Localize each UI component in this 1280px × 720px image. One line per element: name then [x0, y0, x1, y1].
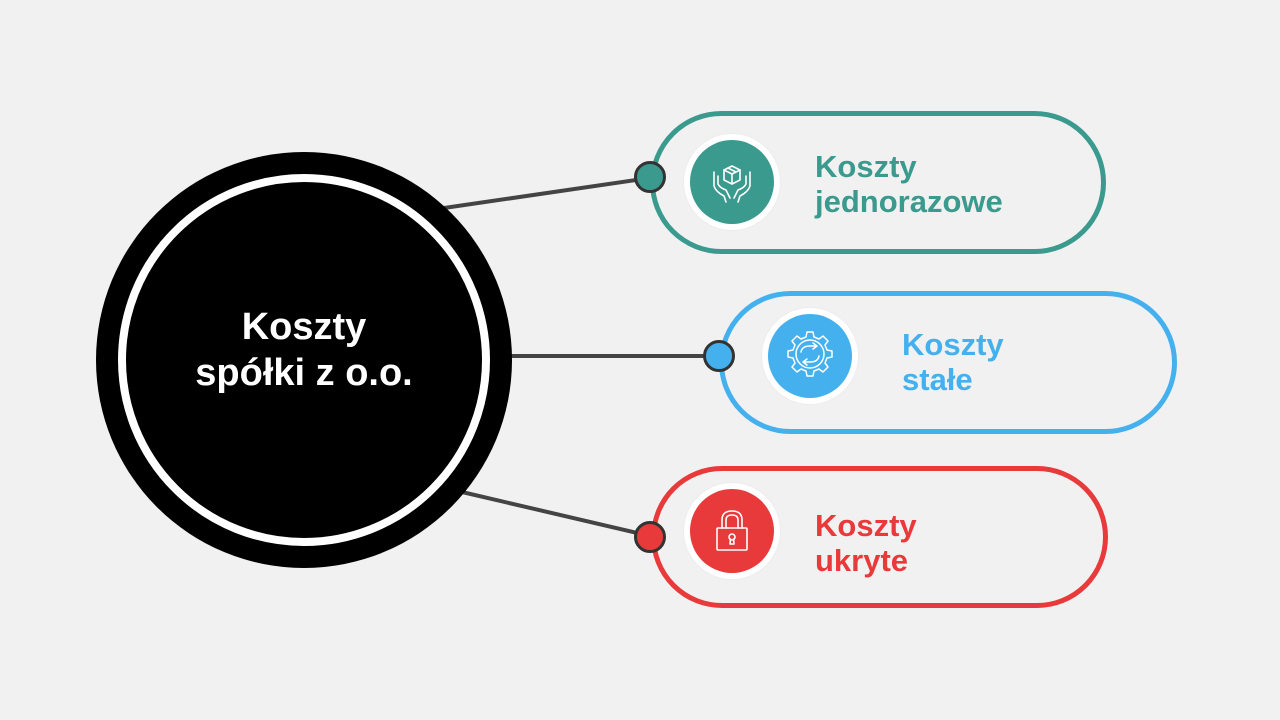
connector-dot-jednorazowe	[634, 161, 666, 193]
center-node: Koszty spółki z o.o.	[96, 152, 512, 568]
connector-line-bottom	[461, 490, 651, 538]
hands-holding-box-icon	[713, 165, 751, 203]
icon-badge-jednorazowe	[684, 134, 780, 230]
branch-label-line1: Koszty	[902, 327, 1004, 362]
branch-label-line2: jednorazowe	[815, 184, 1003, 219]
center-title: Koszty spółki z o.o.	[195, 304, 412, 396]
branch-label-line2: stałe	[902, 362, 973, 397]
branch-label-ukryte: Koszty ukryte	[815, 508, 917, 578]
connector-line-top	[443, 176, 651, 210]
branch-label-jednorazowe: Koszty jednorazowe	[815, 149, 1003, 219]
connector-dot-stale	[703, 340, 735, 372]
center-title-line2: spółki z o.o.	[195, 352, 413, 394]
padlock-icon	[716, 510, 748, 551]
center-title-line1: Koszty	[241, 306, 367, 348]
branch-label-line1: Koszty	[815, 149, 917, 184]
branch-label-stale: Koszty stałe	[902, 327, 1004, 397]
connector-dot-ukryte	[634, 521, 666, 553]
gear-refresh-icon	[787, 331, 833, 377]
icon-badge-stale	[762, 308, 858, 404]
branch-label-line1: Koszty	[815, 508, 917, 543]
icon-badge-ukryte	[684, 483, 780, 579]
center-ring: Koszty spółki z o.o.	[118, 174, 490, 546]
branch-label-line2: ukryte	[815, 543, 909, 578]
